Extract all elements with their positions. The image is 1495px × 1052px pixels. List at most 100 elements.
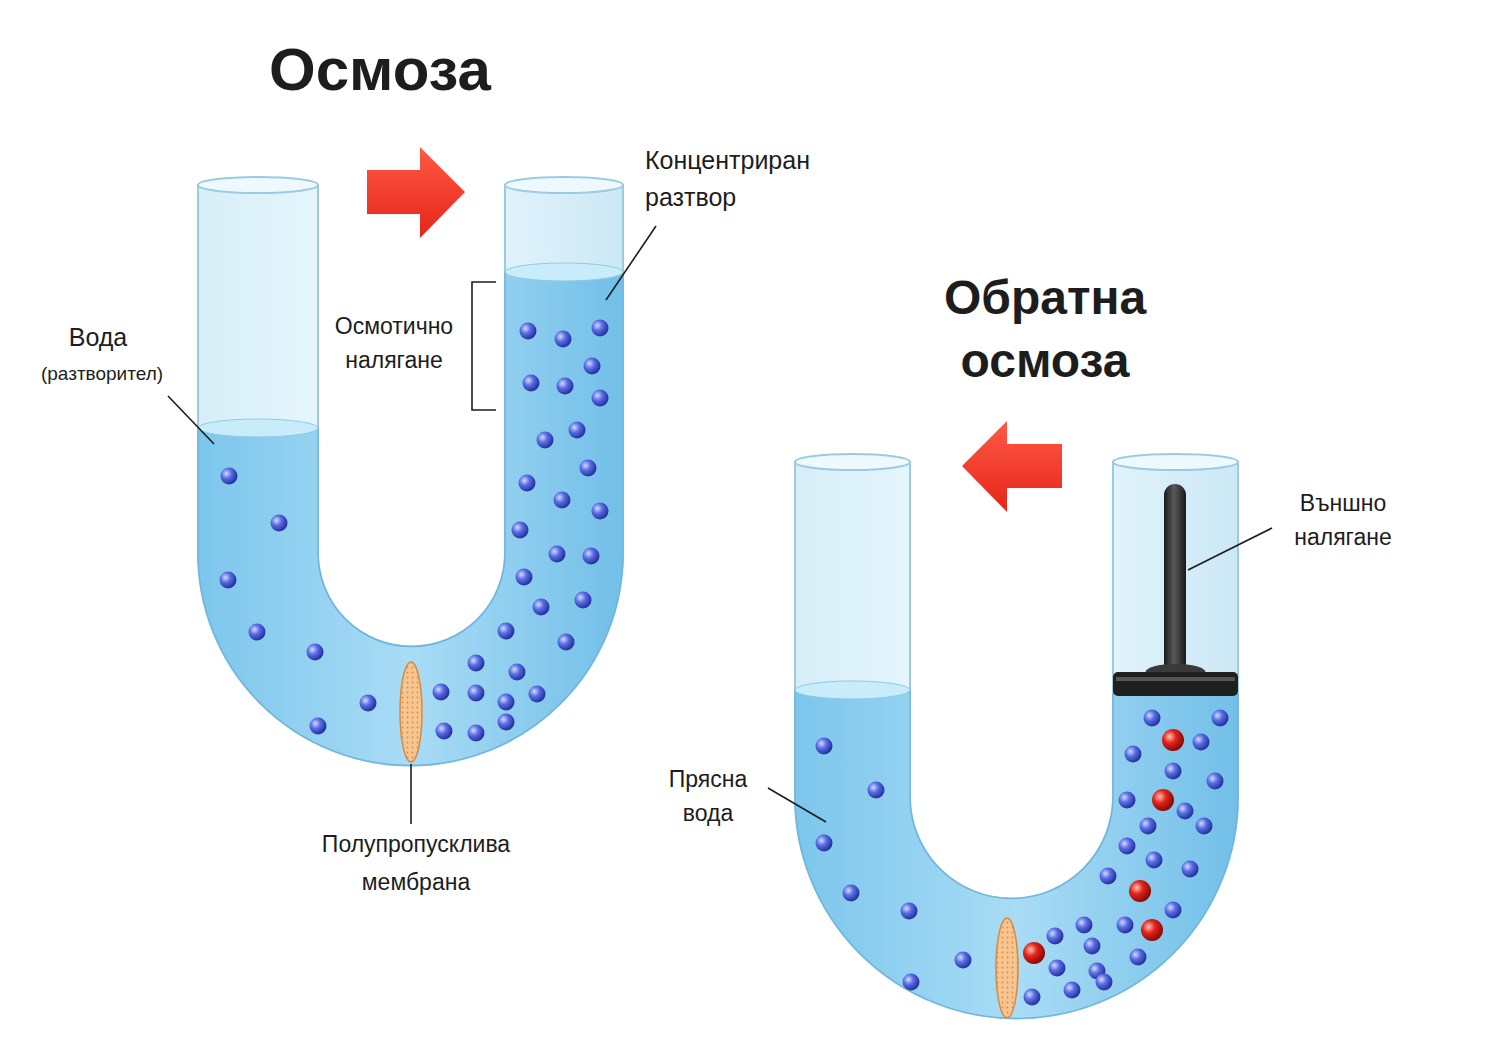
- part-label: Осмотично налягане: [335, 309, 453, 377]
- water-molecule: [468, 685, 485, 702]
- leader-line: [606, 226, 656, 300]
- part-label: Прясна вода: [669, 762, 748, 830]
- water-molecule: [360, 695, 377, 712]
- osmosis-tube: [198, 177, 623, 766]
- tube-rim: [795, 454, 910, 470]
- solute-particle: [1023, 942, 1045, 964]
- glass-tube: [795, 462, 1238, 1018]
- water-molecule: [533, 599, 550, 616]
- water-molecule: [1146, 852, 1163, 869]
- label-slot: Концентриран разтвор: [645, 142, 810, 216]
- water-molecule: [569, 422, 586, 439]
- part-label: Вода: [69, 322, 128, 352]
- water-molecule: [1047, 928, 1064, 945]
- solute-particle: [1129, 880, 1151, 902]
- water-molecule: [555, 331, 572, 348]
- glass-tube: [198, 185, 623, 766]
- water-molecule: [1207, 773, 1224, 790]
- water-molecule: [520, 323, 537, 340]
- water-molecule: [592, 320, 609, 337]
- section-heading: Обратна осмоза: [944, 266, 1146, 393]
- water-molecule: [1064, 982, 1081, 999]
- water-molecule: [271, 515, 288, 532]
- water-molecule: [537, 432, 554, 449]
- water-molecule: [1100, 868, 1117, 885]
- water-molecule: [516, 569, 533, 586]
- solute-particle: [1152, 789, 1174, 811]
- water-molecule: [584, 358, 601, 375]
- water-molecule: [498, 714, 515, 731]
- liquid: [795, 690, 1238, 1018]
- water-molecule: [220, 572, 237, 589]
- water-molecule: [519, 475, 536, 492]
- water-molecule: [1193, 734, 1210, 751]
- water-molecule: [1049, 960, 1066, 977]
- water-molecule: [1096, 974, 1113, 991]
- water-molecule: [433, 684, 450, 701]
- tube-rim: [505, 177, 623, 193]
- water-molecule: [498, 623, 515, 640]
- tube-rim: [1113, 454, 1238, 470]
- flow-arrow: [962, 421, 1062, 512]
- label-slot: Обратна осмоза: [944, 266, 1146, 393]
- leader-line: [768, 788, 826, 822]
- water-molecule: [1212, 710, 1229, 727]
- water-molecule: [307, 644, 324, 661]
- water-molecule: [583, 548, 600, 565]
- water-molecule: [512, 522, 529, 539]
- part-label: Концентриран разтвор: [645, 142, 810, 216]
- water-molecule: [901, 903, 918, 920]
- water-molecule: [523, 375, 540, 392]
- water-molecule: [903, 974, 920, 991]
- label-slot: Външно налягане: [1294, 486, 1392, 554]
- section-heading: Осмоза: [269, 34, 491, 106]
- reverse-osmosis-tube: [795, 454, 1238, 1018]
- liquid-surface: [795, 681, 910, 699]
- piston-highlight: [1116, 677, 1235, 681]
- water-molecule: [1165, 763, 1182, 780]
- water-molecule: [955, 952, 972, 969]
- part-label: Полупропусклива мембрана: [322, 826, 510, 902]
- membrane: [996, 918, 1018, 1018]
- water-molecule: [221, 468, 238, 485]
- water-molecule: [1117, 917, 1134, 934]
- label-slot: Осмоза: [269, 34, 491, 106]
- water-molecule: [1177, 803, 1194, 820]
- water-molecule: [1144, 710, 1161, 727]
- water-molecule: [1076, 917, 1093, 934]
- water-molecule: [1119, 792, 1136, 809]
- water-molecule: [529, 686, 546, 703]
- liquid-surface: [198, 419, 318, 437]
- leader-line: [410, 764, 412, 824]
- water-molecule: [554, 492, 571, 509]
- water-molecule: [249, 624, 266, 641]
- label-slot: Вода: [69, 322, 128, 352]
- label-slot: (разтворител): [41, 363, 163, 386]
- water-molecule: [592, 390, 609, 407]
- label-slot: Полупропусклива мембрана: [322, 826, 510, 902]
- water-molecule: [557, 378, 574, 395]
- liquid-surface: [505, 263, 623, 281]
- flow-arrow: [367, 147, 465, 238]
- water-molecule: [310, 718, 327, 735]
- water-molecule: [816, 835, 833, 852]
- water-molecule: [468, 655, 485, 672]
- water-molecule: [549, 546, 566, 563]
- leader-line: [168, 396, 214, 444]
- water-molecule: [843, 885, 860, 902]
- water-molecule: [468, 725, 485, 742]
- water-molecule: [816, 738, 833, 755]
- water-molecule: [1196, 818, 1213, 835]
- membrane: [400, 662, 422, 762]
- part-note: (разтворител): [41, 363, 163, 386]
- water-molecule: [1125, 746, 1142, 763]
- water-molecule: [1024, 989, 1041, 1006]
- water-molecule: [498, 694, 515, 711]
- water-molecule: [1140, 818, 1157, 835]
- water-molecule: [1165, 902, 1182, 919]
- piston-rod: [1164, 484, 1186, 674]
- water-molecule: [575, 592, 592, 609]
- water-molecule: [1119, 838, 1136, 855]
- liquid: [198, 272, 623, 766]
- solute-particle: [1162, 729, 1184, 751]
